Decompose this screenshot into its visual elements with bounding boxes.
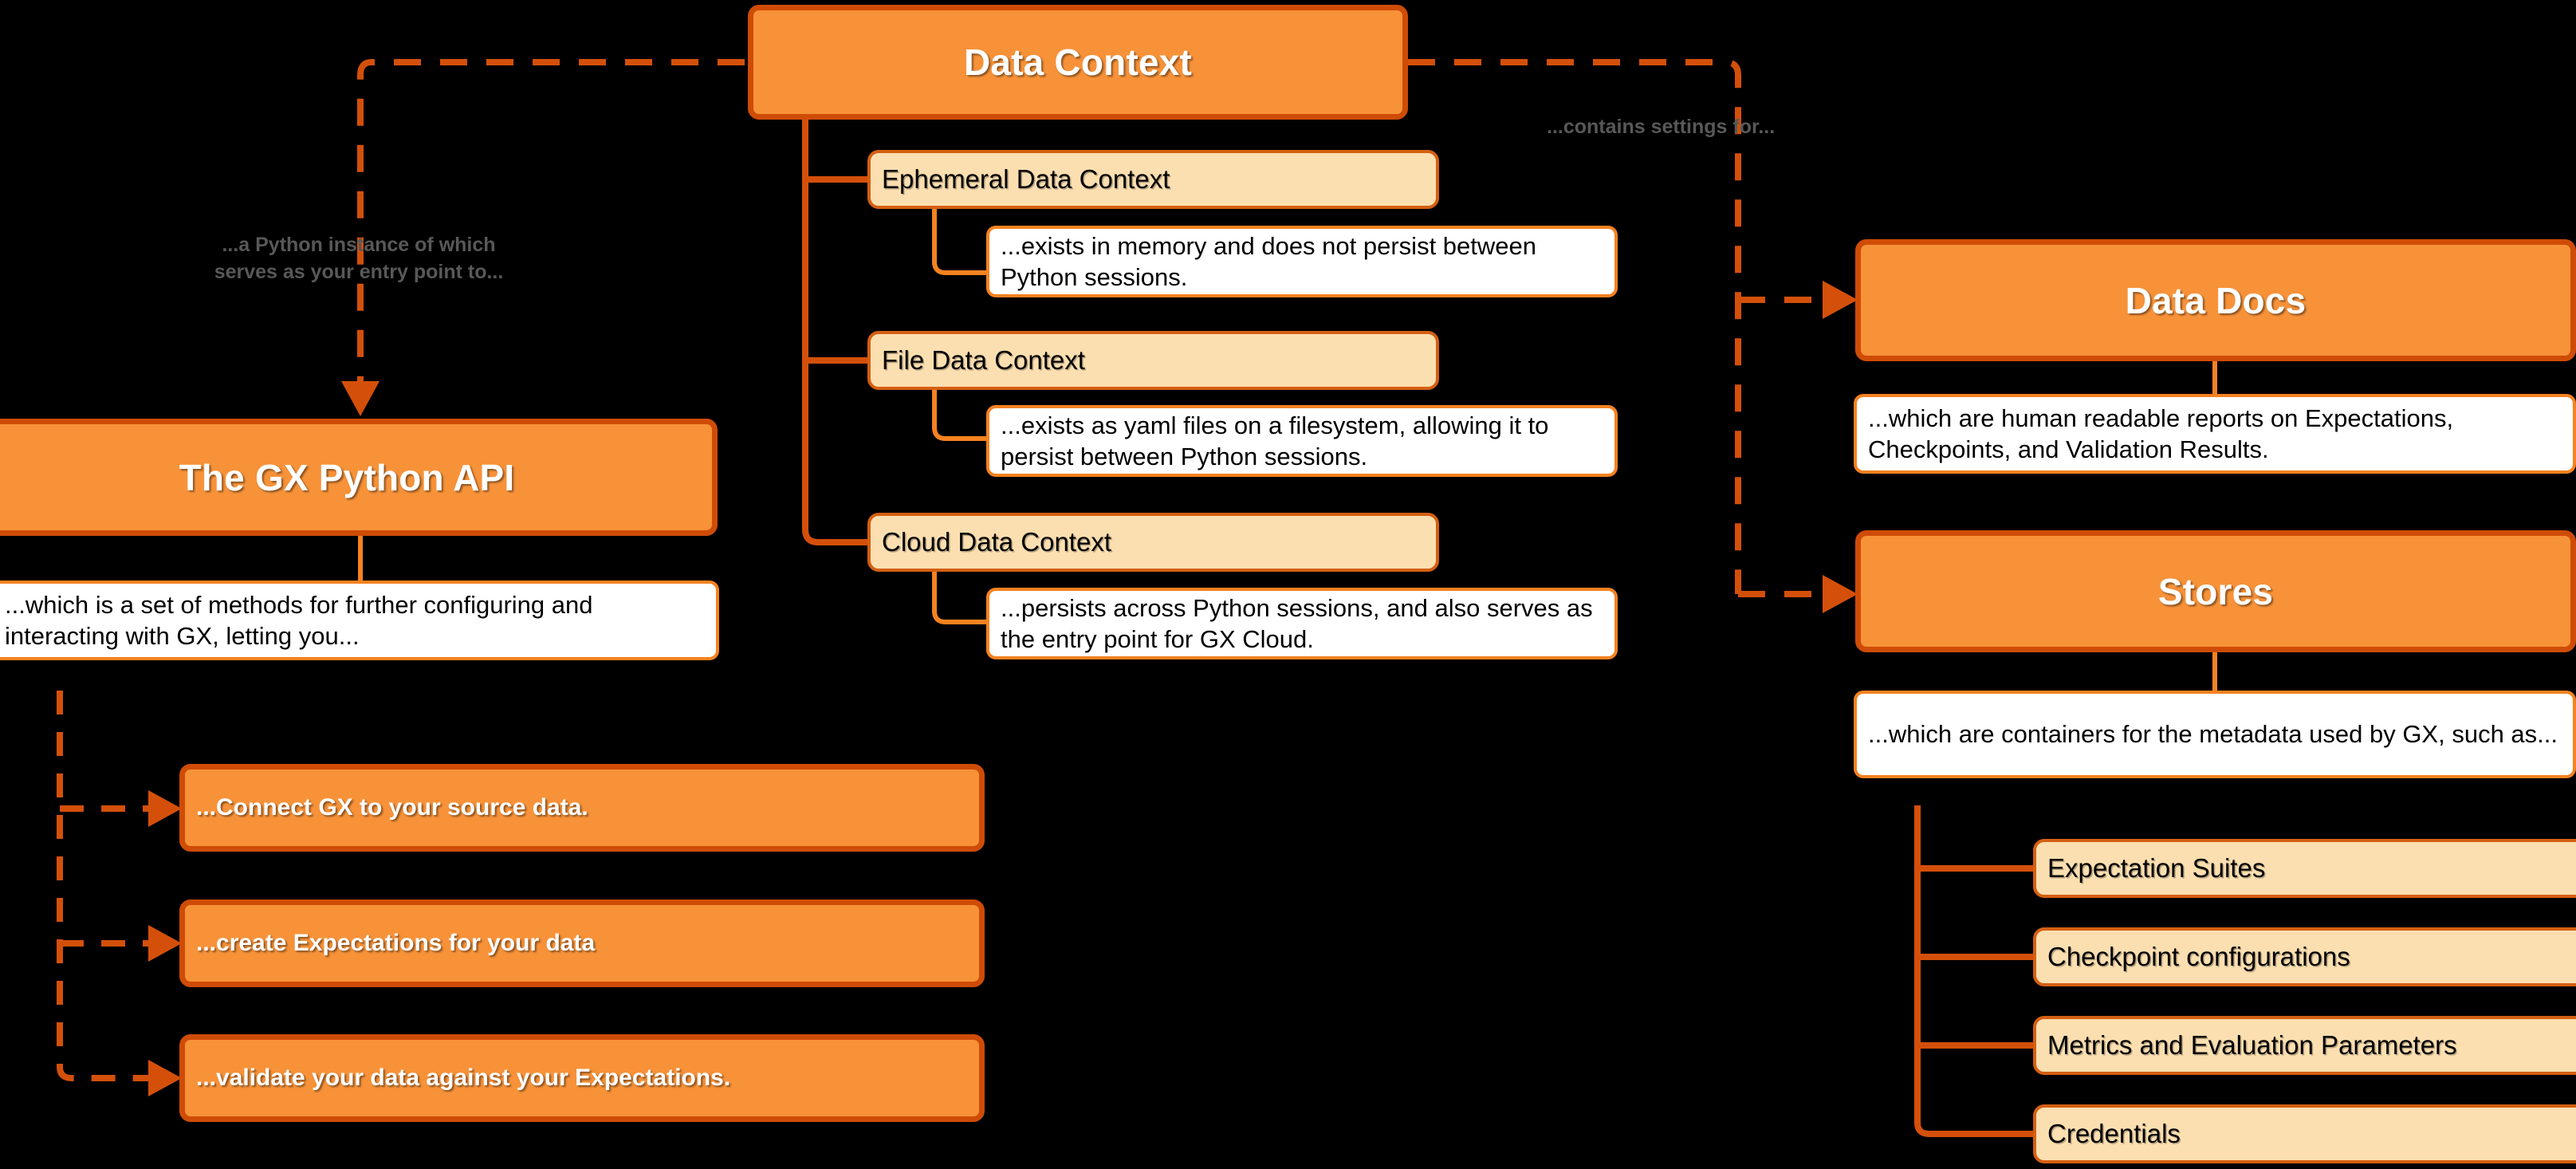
note-data-docs-text: ...which are human readable reports on E…: [1868, 403, 2454, 463]
node-action-validate-data-label: ...validate your data against your Expec…: [196, 1065, 731, 1091]
note-gx-python-api: ...which is a set of methods for further…: [0, 581, 719, 660]
node-action-connect-data[interactable]: ...Connect GX to your source data.: [179, 764, 985, 852]
edge-context-to-settings-trunk: [1408, 59, 1741, 594]
caption-contains-settings: ...contains settings for...: [1547, 116, 1776, 138]
node-store-item-expectation-suites[interactable]: Expectation Suites: [2033, 839, 2576, 898]
node-data-context[interactable]: Data Context: [748, 5, 1408, 120]
edge-ephemeral-to-note: [932, 200, 989, 275]
edge-store-items-trunk: [1914, 805, 2033, 1137]
arrowhead-data-docs: [1823, 281, 1858, 319]
node-data-context-label: Data Context: [963, 41, 1193, 83]
note-cloud-data-context: ...persists across Python sessions, and …: [986, 588, 1618, 659]
node-gx-python-api-label: The GX Python API: [179, 456, 515, 498]
arrowhead-action-create: [148, 925, 182, 962]
node-data-docs[interactable]: Data Docs: [1855, 239, 2576, 361]
note-data-docs: ...which are human readable reports on E…: [1854, 394, 2576, 474]
node-store-item-credentials[interactable]: Credentials: [2033, 1104, 2576, 1163]
edge-cloud-to-note: [932, 563, 989, 624]
edge-context-to-python-api: [357, 59, 745, 383]
node-stores-label: Stores: [2157, 570, 2274, 612]
arrowhead-python-api: [341, 381, 380, 416]
node-store-item-checkpoint-configurations[interactable]: Checkpoint configurations: [2033, 927, 2576, 986]
edge-actions-trunk: [57, 691, 153, 1081]
arrowhead-action-connect: [148, 790, 182, 827]
node-store-item-expectation-suites-label: Expectation Suites: [2047, 853, 2266, 883]
note-cloud-data-context-text: ...persists across Python sessions, and …: [1001, 593, 1593, 653]
caption-to-python-api: ...a Python instance of which serves as …: [214, 234, 504, 283]
note-ephemeral-data-context: ...exists in memory and does not persist…: [986, 226, 1618, 297]
node-file-data-context[interactable]: File Data Context: [867, 331, 1439, 390]
note-ephemeral-data-context-text: ...exists in memory and does not persist…: [1001, 231, 1536, 291]
note-file-data-context-text: ...exists as yaml files on a filesystem,…: [1001, 411, 1549, 470]
node-store-item-metrics-evaluation-parameters[interactable]: Metrics and Evaluation Parameters: [2033, 1016, 2576, 1075]
node-action-validate-data[interactable]: ...validate your data against your Expec…: [179, 1034, 985, 1122]
node-store-item-metrics-evaluation-parameters-label: Metrics and Evaluation Parameters: [2047, 1030, 2457, 1060]
node-action-connect-data-label: ...Connect GX to your source data.: [196, 794, 588, 821]
node-action-create-expectations-label: ...create Expectations for your data: [196, 930, 596, 956]
note-file-data-context: ...exists as yaml files on a filesystem,…: [986, 405, 1618, 477]
node-cloud-data-context[interactable]: Cloud Data Context: [867, 513, 1439, 572]
arrowhead-stores: [1823, 575, 1858, 613]
node-stores[interactable]: Stores: [1855, 530, 2576, 652]
node-store-item-credentials-label: Credentials: [2047, 1119, 2181, 1148]
node-ephemeral-data-context-label: Ephemeral Data Context: [882, 164, 1170, 194]
note-stores: ...which are containers for the metadata…: [1854, 691, 2576, 778]
node-ephemeral-data-context[interactable]: Ephemeral Data Context: [867, 150, 1439, 209]
note-gx-python-api-text: ...which is a set of methods for further…: [5, 590, 593, 650]
node-store-item-checkpoint-configurations-label: Checkpoint configurations: [2047, 942, 2350, 971]
arrowhead-action-validate: [148, 1060, 182, 1096]
node-file-data-context-label: File Data Context: [882, 345, 1085, 375]
node-gx-python-api[interactable]: The GX Python API: [0, 419, 718, 536]
note-stores-text: ...which are containers for the metadata…: [1868, 720, 2558, 749]
node-action-create-expectations[interactable]: ...create Expectations for your data: [179, 899, 985, 987]
node-cloud-data-context-label: Cloud Data Context: [882, 527, 1111, 557]
edge-context-tree-trunk: [802, 120, 867, 545]
node-data-docs-label: Data Docs: [2125, 279, 2307, 321]
